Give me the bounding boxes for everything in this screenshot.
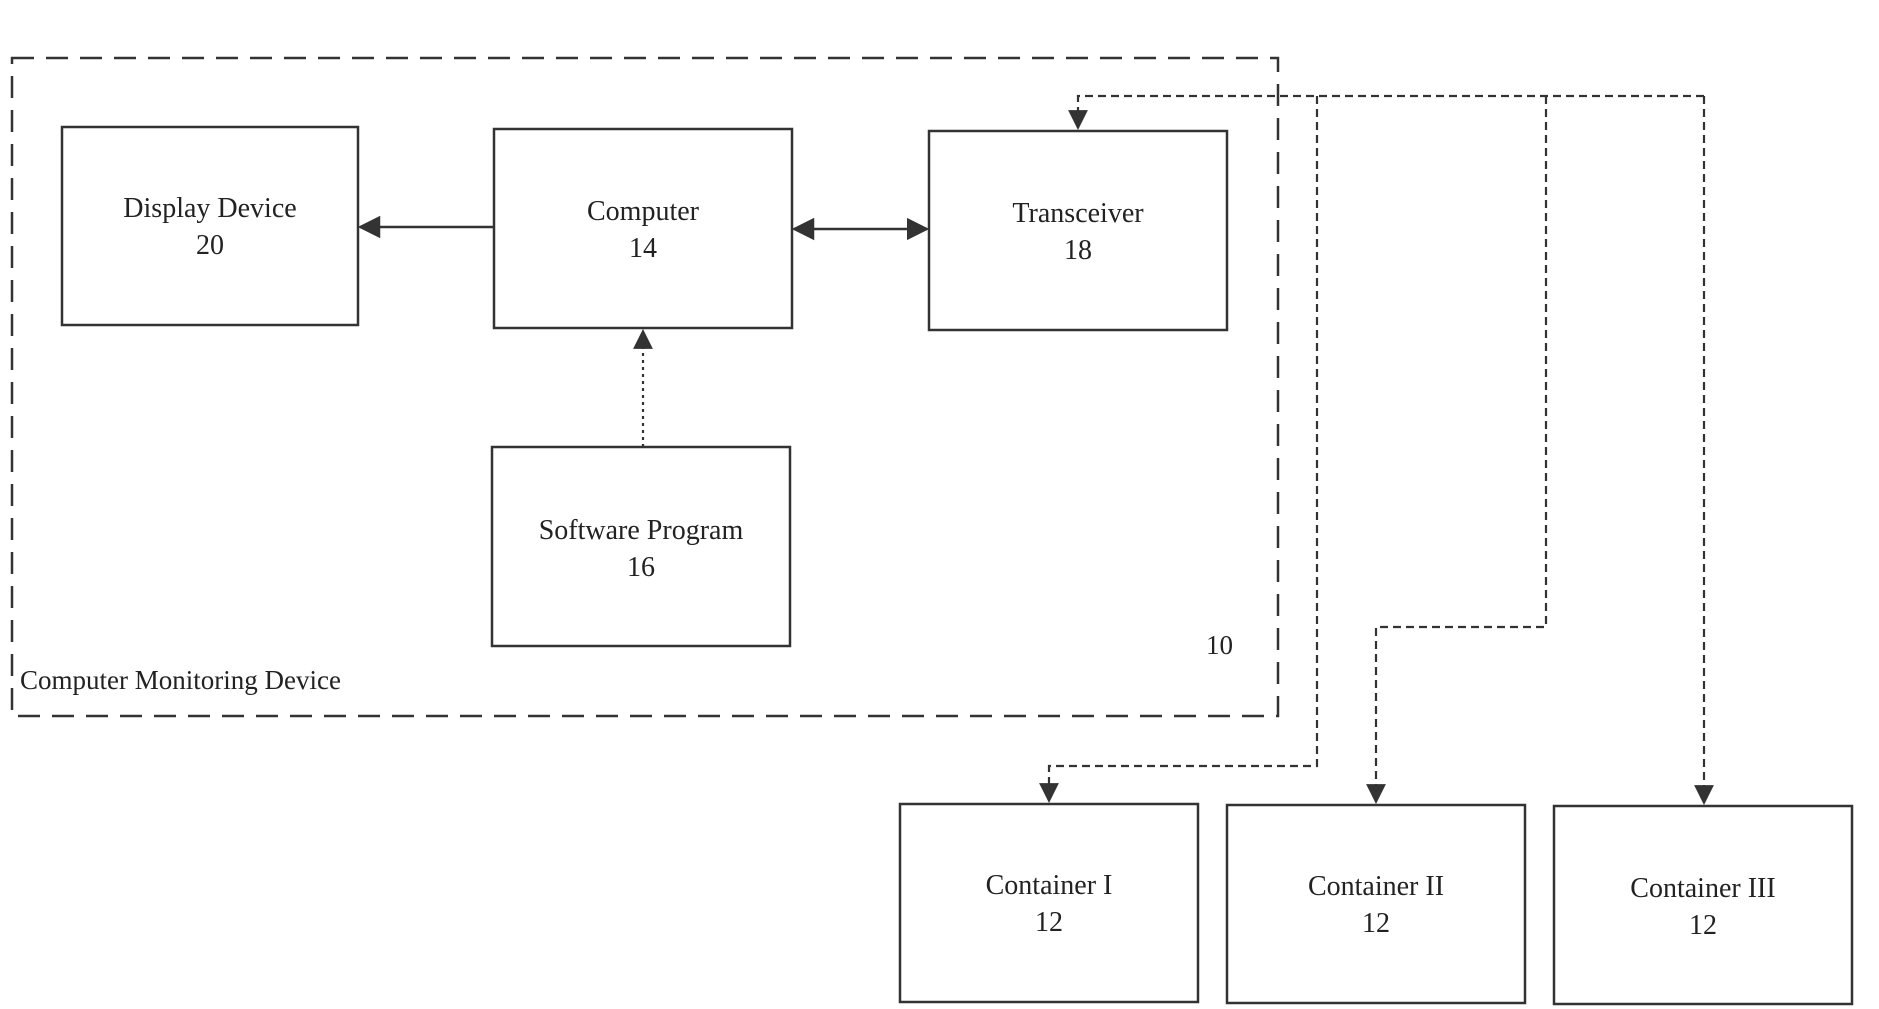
transceiver-title: Transceiver bbox=[1012, 198, 1144, 229]
display-device-box: Display Device 20 bbox=[62, 127, 358, 325]
transceiver-bus-line bbox=[1078, 96, 1704, 128]
region-number: 10 bbox=[1206, 630, 1233, 660]
software-program-number: 16 bbox=[627, 552, 655, 583]
region-label: Computer Monitoring Device bbox=[20, 665, 341, 695]
container-1-number: 12 bbox=[1035, 907, 1063, 938]
container-1-box: Container I 12 bbox=[900, 804, 1198, 1002]
transceiver-container-2-link bbox=[1376, 96, 1546, 802]
transceiver-number: 18 bbox=[1064, 235, 1092, 266]
container-3-box: Container III 12 bbox=[1554, 806, 1852, 1004]
transceiver-box: Transceiver 18 bbox=[929, 131, 1227, 330]
display-device-title: Display Device bbox=[123, 193, 296, 224]
container-2-number: 12 bbox=[1362, 908, 1390, 939]
software-program-title: Software Program bbox=[539, 515, 744, 546]
container-2-box: Container II 12 bbox=[1227, 805, 1525, 1003]
display-device-number: 20 bbox=[196, 230, 224, 261]
computer-title: Computer bbox=[587, 196, 700, 227]
container-3-number: 12 bbox=[1689, 910, 1717, 941]
computer-number: 14 bbox=[629, 233, 657, 264]
software-program-box: Software Program 16 bbox=[492, 447, 790, 646]
container-2-title: Container II bbox=[1308, 871, 1444, 902]
computer-box: Computer 14 bbox=[494, 129, 792, 328]
container-3-title: Container III bbox=[1630, 873, 1775, 904]
container-1-title: Container I bbox=[986, 870, 1113, 901]
